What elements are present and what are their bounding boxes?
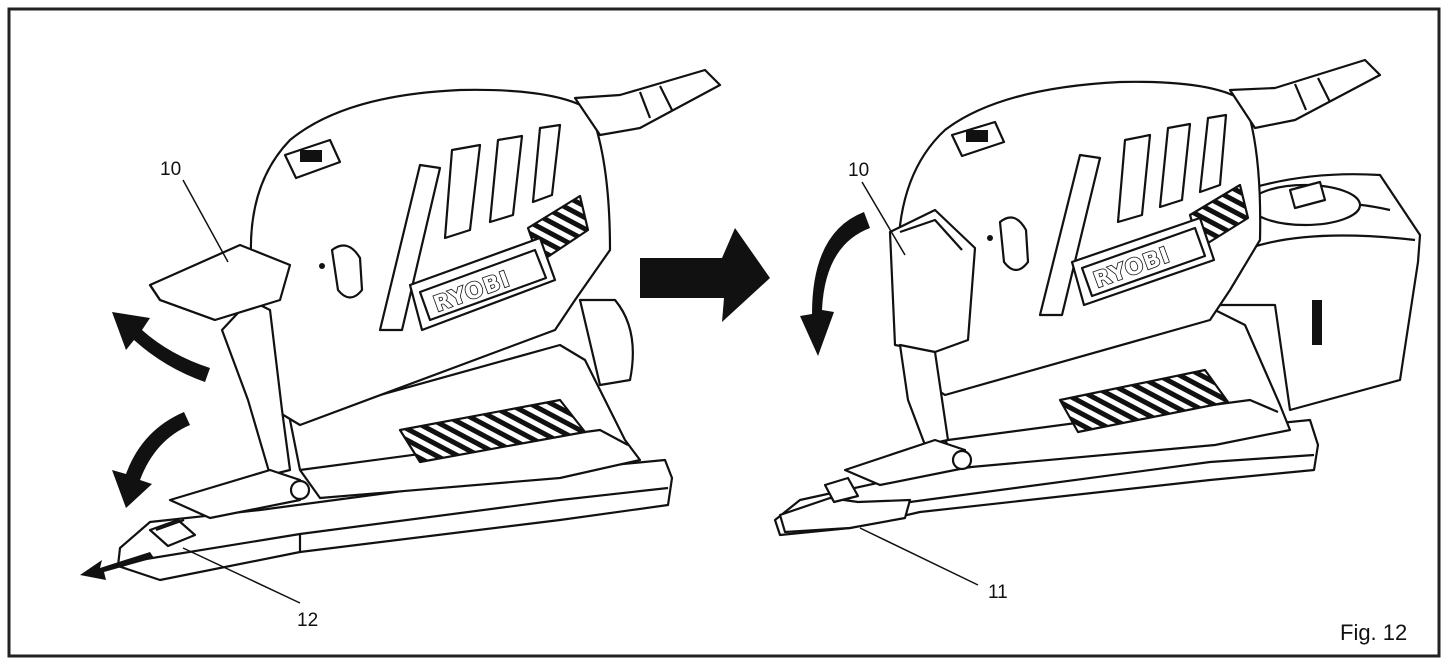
- cord-left: [573, 68, 722, 137]
- motor-body-left: [249, 88, 612, 427]
- vent-slot-r1: [1116, 133, 1152, 224]
- brand-panel-right: [1070, 216, 1216, 307]
- vent-slot-r2: [1158, 122, 1192, 209]
- callouts-right: [859, 181, 979, 586]
- vent-slot-2: [488, 134, 524, 224]
- lower-vent-right: [1058, 368, 1230, 434]
- figure-label: Fig. 12: [1340, 620, 1407, 645]
- label-cover-left: 10: [160, 159, 181, 180]
- rotate-open-icon: [112, 312, 210, 382]
- label-latch-left: 12: [297, 610, 318, 631]
- label-cover-right: 10: [848, 160, 869, 181]
- side-knob-left: [330, 244, 364, 299]
- brand-panel-left: [408, 236, 557, 332]
- callouts-left: [182, 179, 301, 604]
- body-rib-right: [1038, 153, 1102, 317]
- cord-right: [1228, 58, 1382, 130]
- lower-vent-left: [398, 398, 587, 464]
- sander-right: [773, 58, 1422, 537]
- side-knob-right: [998, 216, 1030, 272]
- body-rib-left: [378, 163, 442, 332]
- vent-slot-3: [531, 123, 562, 204]
- vent-slot-r3: [1198, 113, 1228, 194]
- vent-slot-1: [443, 143, 482, 240]
- latch-right: [823, 476, 860, 504]
- rotate-down-icon-left: [112, 412, 190, 508]
- dust-port-left: [578, 298, 634, 387]
- motion-arrows-left: [80, 312, 210, 580]
- sander-left: [116, 68, 722, 582]
- cover-closed-right: [888, 208, 977, 354]
- label-base-right: 11: [988, 582, 1008, 603]
- latch-left: [148, 518, 197, 548]
- rotate-down-icon-right: [800, 212, 870, 356]
- pull-out-icon: [80, 552, 154, 580]
- step-arrow-icon: [640, 228, 770, 322]
